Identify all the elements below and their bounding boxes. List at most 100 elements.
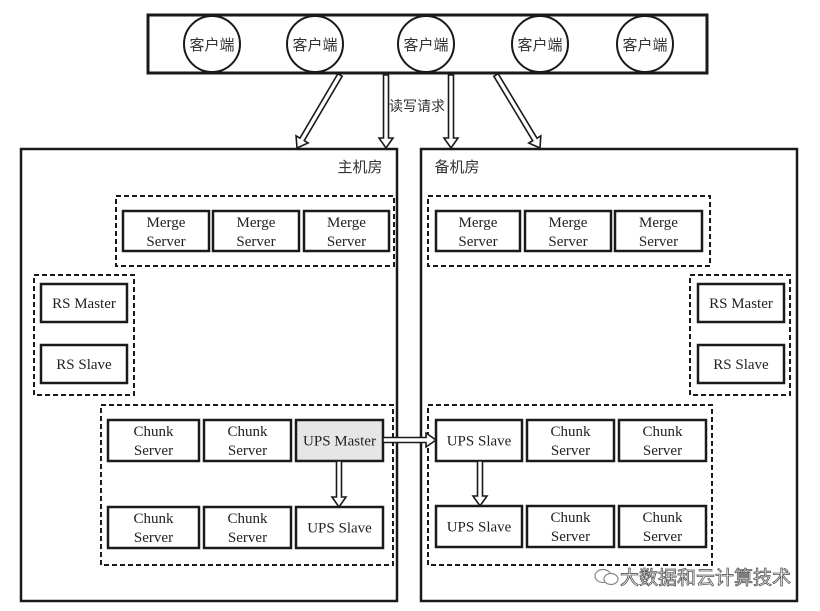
- rs-slave-label: RS Slave: [713, 357, 769, 373]
- request-arrow-shape: [442, 74, 460, 150]
- ups-slave-label: UPS Slave: [447, 434, 512, 450]
- rs-master: RS Master: [696, 282, 786, 324]
- merge-server-line2: Server: [458, 234, 497, 250]
- rs-master-frame: [696, 282, 786, 324]
- chunk-server-line2: Server: [551, 443, 590, 459]
- chunk-group-border: [427, 404, 713, 566]
- merge-server-line2: Server: [327, 234, 366, 250]
- client-node: 客户端: [286, 15, 344, 73]
- chunk-server-frame: [202, 418, 293, 463]
- chunk-server-line1: Chunk: [227, 511, 268, 527]
- client-circle: [511, 15, 569, 73]
- replication-arrows: [330, 431, 489, 509]
- rs-master-label: RS Master: [52, 296, 116, 312]
- rootserver-group: RS Master RS Slave: [33, 274, 135, 396]
- merge-server-line2: Server: [639, 234, 678, 250]
- ups-slave-label: UPS Slave: [307, 521, 372, 537]
- ups-replication-arrow: [471, 460, 489, 508]
- rs-slave-label: RS Slave: [56, 357, 112, 373]
- chunk-server-frame: [617, 504, 708, 549]
- chunk-server-line2: Server: [551, 529, 590, 545]
- chunk-server-frame: [106, 418, 201, 463]
- rs-slave: RS Slave: [39, 343, 129, 385]
- ups-master-label: UPS Master: [303, 434, 376, 450]
- merge-server-line1: Merge: [639, 215, 678, 231]
- merge-server-line2: Server: [146, 234, 185, 250]
- client-circle: [397, 15, 455, 73]
- merge-server-line1: Merge: [237, 215, 276, 231]
- merge-group-border: [115, 195, 395, 267]
- client-band: 客户端 客户端 客户端 客户端 客户端: [146, 13, 709, 75]
- merge-server-line1: Merge: [549, 215, 588, 231]
- chunk-server-line2: Server: [228, 443, 267, 459]
- request-arrow-shape: [295, 72, 344, 150]
- chunk-group-border: [100, 404, 394, 566]
- client-node: 客户端: [511, 15, 569, 73]
- ups-slave-frame: [434, 418, 524, 463]
- rs-group-border: [689, 274, 791, 396]
- ups-slave: UPS Slave: [434, 504, 524, 549]
- request-label: 读写请求: [389, 98, 445, 115]
- client-circle: [183, 15, 241, 73]
- chunk-server-line2: Server: [134, 530, 173, 546]
- chunk-server-line1: Chunk: [227, 424, 268, 440]
- client-node: 客户端: [616, 15, 674, 73]
- chunk-server-frame: [525, 418, 616, 463]
- merge-server-line1: Merge: [327, 215, 366, 231]
- rs-group-border: [33, 274, 135, 396]
- chunk-server-frame: [106, 505, 201, 550]
- cross-room-replication-arrow: [382, 431, 438, 449]
- cross-room-replication-arrow-shape: [382, 431, 438, 449]
- chunk-server-line2: Server: [134, 443, 173, 459]
- rs-slave-frame: [696, 343, 786, 385]
- room-title: 主机房: [337, 158, 382, 176]
- merge-server-frame: [434, 209, 522, 253]
- rs-master: RS Master: [39, 282, 129, 324]
- request-arrow: [377, 74, 395, 150]
- client-node: 客户端: [397, 15, 455, 73]
- chunk-server-line2: Server: [643, 529, 682, 545]
- request-arrow-shape: [492, 72, 542, 150]
- rootserver-group: RS Master RS Slave: [689, 274, 791, 396]
- rs-master-frame: [39, 282, 129, 324]
- merge-server-line1: Merge: [147, 215, 186, 231]
- client-label: 客户端: [622, 36, 667, 54]
- request-arrow-shape: [377, 74, 395, 150]
- merge-server-frame: [211, 209, 301, 253]
- merge-server-line2: Server: [548, 234, 587, 250]
- client-label: 客户端: [292, 36, 337, 54]
- merge-server-frame: [613, 209, 704, 253]
- ups-slave-frame: [434, 504, 524, 549]
- rs-slave: RS Slave: [696, 343, 786, 385]
- client-circle: [286, 15, 344, 73]
- client-label: 客户端: [517, 36, 562, 54]
- ups-slave: UPS Slave: [434, 418, 524, 463]
- merge-server-line1: Merge: [459, 215, 498, 231]
- chunk-server-line1: Chunk: [133, 424, 174, 440]
- chunk-server-line1: Chunk: [642, 424, 683, 440]
- ups-master-frame: [294, 418, 385, 463]
- watermark: 大数据和云计算技术: [594, 567, 791, 589]
- ups-replication-arrow: [330, 460, 348, 509]
- chunk-server-line1: Chunk: [550, 424, 591, 440]
- chunk-server-line1: Chunk: [133, 511, 174, 527]
- chunk-server-line1: Chunk: [642, 510, 683, 526]
- client-label: 客户端: [189, 36, 234, 54]
- rs-master-label: RS Master: [709, 296, 773, 312]
